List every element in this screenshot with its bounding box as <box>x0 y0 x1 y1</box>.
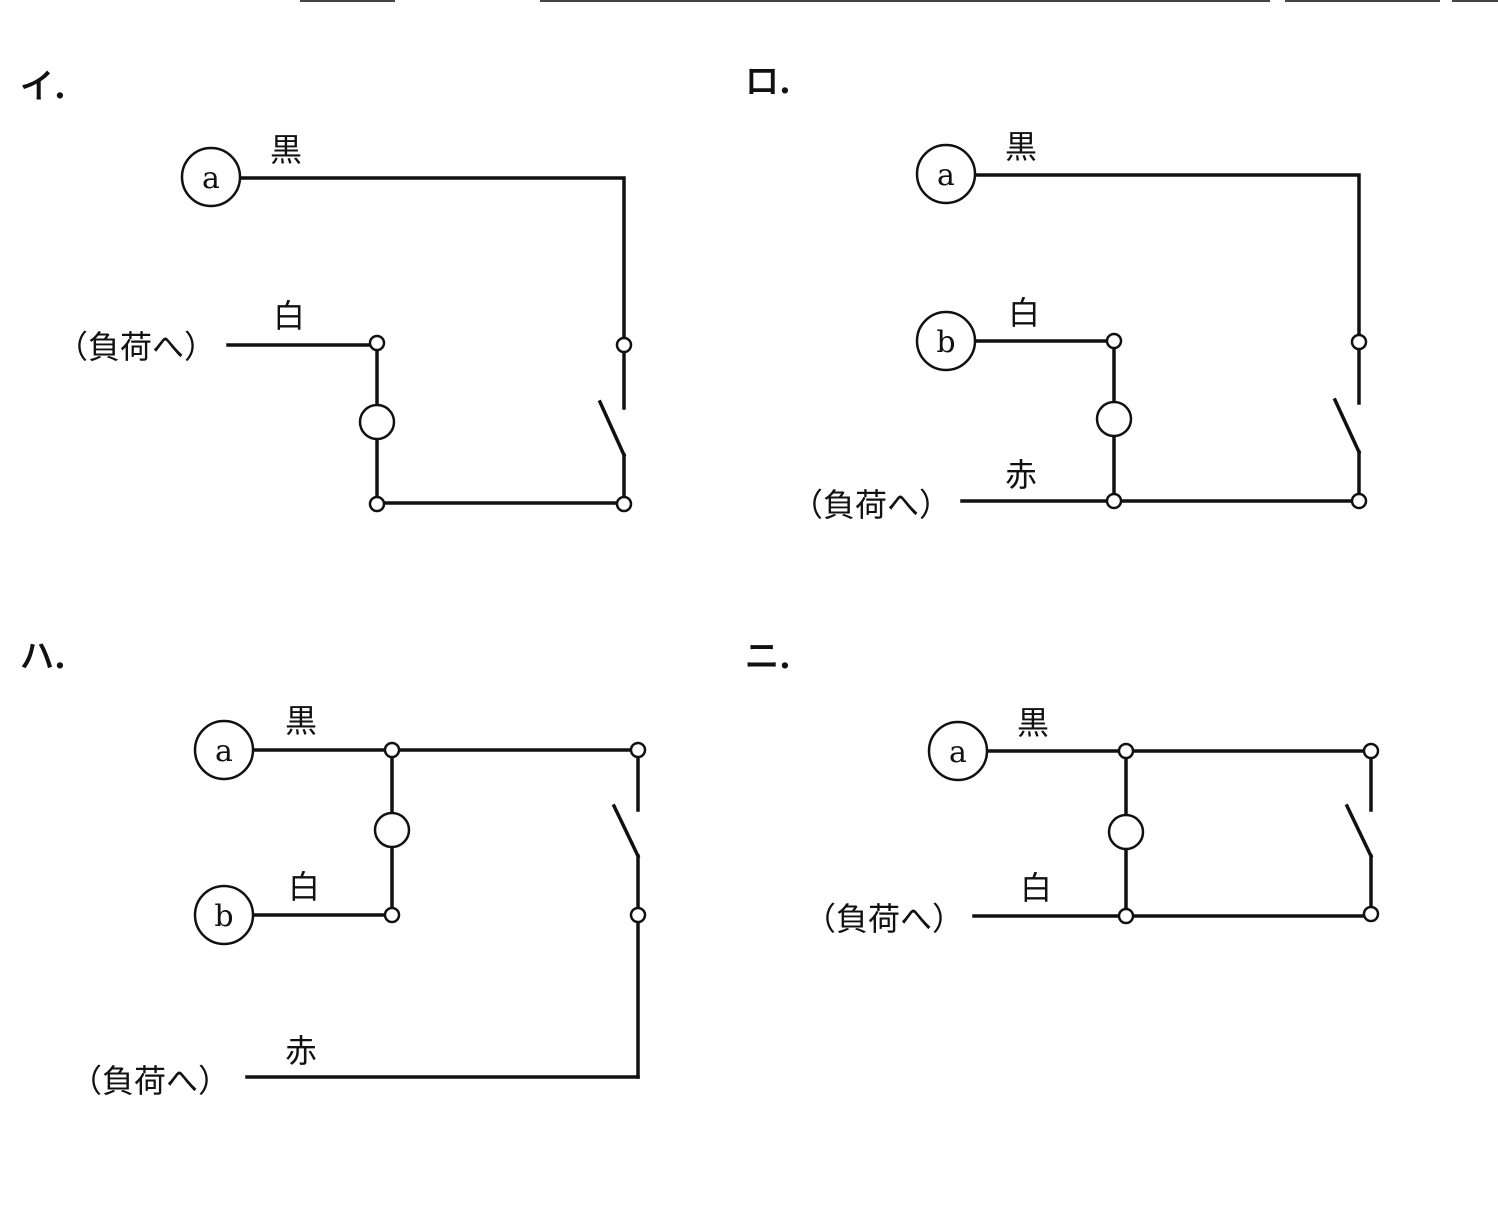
option-ha: ハ. a b 黒 白 赤 （負荷へ） <box>20 637 647 1100</box>
connection-point <box>1117 742 1135 760</box>
load-label: （負荷へ） <box>56 328 216 366</box>
connection-point <box>1105 492 1123 510</box>
wire-label-red: 赤 <box>285 1032 317 1070</box>
terminal-b: b <box>193 884 255 946</box>
wire-label-white: 白 <box>273 297 305 335</box>
load-label: （負荷へ） <box>804 900 964 938</box>
load-label: （負荷へ） <box>70 1062 230 1100</box>
switch-blade <box>597 399 627 458</box>
wire-label-black: 黒 <box>285 702 317 740</box>
connection-point <box>629 906 647 924</box>
lamp-symbol <box>373 811 411 849</box>
svg-text:b: b <box>214 899 233 934</box>
wire-label-black: 黒 <box>1005 128 1037 166</box>
option-ro: ロ. a b 黒 白 赤 （負荷へ） <box>745 62 1368 524</box>
connection-point <box>383 741 401 759</box>
connection-point <box>383 906 401 924</box>
lamp-symbol <box>358 403 396 441</box>
load-label: （負荷へ） <box>791 486 951 524</box>
connection-point <box>1350 333 1368 351</box>
connection-point <box>615 336 633 354</box>
option-i: イ. a 黒 白 （負荷へ） <box>20 67 633 513</box>
wire-label-white: 白 <box>1008 294 1040 332</box>
wire-label-black: 黒 <box>1017 704 1049 742</box>
option-i-label: イ. <box>20 67 66 107</box>
connection-point <box>1117 907 1135 925</box>
option-ha-label: ハ. <box>20 637 66 677</box>
connection-point <box>1362 742 1380 760</box>
option-ro-label: ロ. <box>745 62 791 102</box>
connection-point <box>1350 492 1368 510</box>
terminal-b: b <box>915 310 977 372</box>
option-ni-label: ニ. <box>745 637 791 677</box>
svg-text:a: a <box>937 158 955 193</box>
connection-point <box>1105 332 1123 350</box>
terminal-a: a <box>927 720 989 782</box>
svg-text:b: b <box>936 325 955 360</box>
svg-text:a: a <box>202 161 220 196</box>
terminal-a: a <box>180 146 242 208</box>
wire-label-white: 白 <box>288 868 320 906</box>
wire-label-red: 赤 <box>1005 456 1037 494</box>
svg-text:a: a <box>949 735 967 770</box>
connection-point <box>368 334 386 352</box>
wire-label-white: 白 <box>1020 869 1052 907</box>
wire-label-black: 黒 <box>270 131 302 169</box>
terminal-a: a <box>915 143 977 205</box>
connection-point <box>368 495 386 513</box>
connection-point <box>629 741 647 759</box>
switch-blade <box>1332 397 1362 455</box>
lamp-symbol <box>1107 813 1145 851</box>
connection-point <box>615 495 633 513</box>
switch-blade <box>1344 803 1374 859</box>
option-ni: ニ. a 黒 白 （負荷へ） <box>745 637 1380 938</box>
lamp-symbol <box>1095 400 1133 438</box>
switch-blade <box>611 803 641 859</box>
terminal-a: a <box>193 719 255 781</box>
connection-point <box>1362 905 1380 923</box>
svg-text:a: a <box>215 734 233 769</box>
